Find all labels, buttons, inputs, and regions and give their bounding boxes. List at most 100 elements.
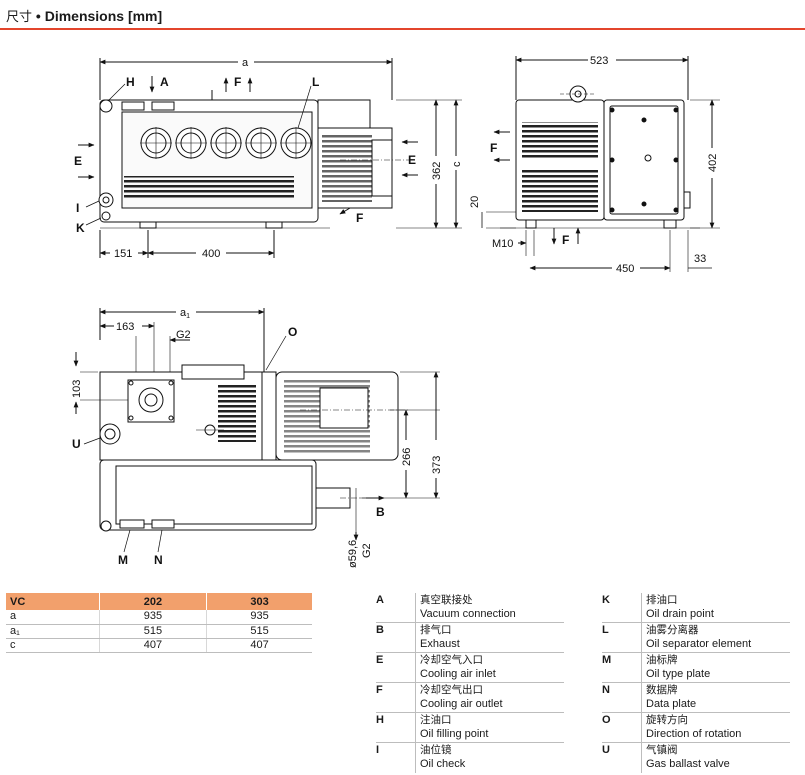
dim-33: 33	[694, 253, 706, 265]
label-U: U	[72, 437, 81, 451]
legend-en: Oil type plate	[646, 668, 711, 680]
dim-450: 450	[616, 263, 634, 275]
spec-header-vc: VC	[6, 593, 100, 610]
label-L: L	[312, 75, 319, 89]
legend-key: N	[602, 684, 610, 696]
label-G2-bottom: G2	[361, 543, 373, 558]
label-F-bottom: F	[356, 211, 363, 225]
dim-151: 151	[114, 248, 132, 260]
legend-en: Gas ballast valve	[646, 758, 730, 770]
front-view-drawing	[78, 58, 462, 258]
legend-en: Oil filling point	[420, 728, 489, 740]
spec-cell: 407	[98, 638, 207, 653]
dim-400: 400	[202, 248, 220, 260]
header-separator: •	[35, 8, 41, 24]
front-view-labels: a H A F L E E I K F 151 400 362 c	[74, 57, 463, 260]
label-A-front: A	[160, 75, 169, 89]
spec-cell: 515	[98, 624, 207, 639]
legend-zh: 真空联接处	[420, 594, 473, 606]
label-E-left: E	[74, 154, 82, 168]
label-N: N	[154, 553, 163, 567]
label-M: M	[118, 553, 128, 567]
legend-key: M	[602, 654, 612, 666]
dim-402: 402	[707, 154, 719, 172]
table-row: a₁ 515 515	[6, 624, 312, 639]
legend-en: Data plate	[646, 698, 697, 710]
label-F-side: F	[490, 141, 497, 155]
dim-362: 362	[431, 162, 443, 180]
spec-cell: 935	[98, 610, 207, 625]
list-item: M 油标牌 Oil type plate	[602, 653, 790, 683]
label-I: I	[76, 201, 79, 215]
label-F-side-bottom: F	[562, 233, 569, 247]
legend-key: B	[376, 624, 384, 636]
label-O: O	[288, 325, 297, 339]
spec-cell: 515	[206, 624, 312, 639]
dim-59-6: ø59,6	[347, 540, 359, 568]
legend-zh: 油位镜	[420, 744, 452, 756]
spec-header-202: 202	[98, 593, 207, 610]
legend-key: A	[376, 594, 384, 606]
legend-zh: 油雾分离器	[646, 624, 699, 636]
dimension-drawings: a H A F L E E I K F 151 400 362 c	[71, 55, 720, 568]
list-item: N 数据牌 Data plate	[602, 683, 790, 713]
top-view-drawing	[73, 308, 440, 553]
label-K: K	[76, 221, 85, 235]
spec-cell: a₁	[6, 624, 100, 639]
legend-zh: 排油口	[646, 594, 678, 606]
spec-cell: 407	[206, 638, 312, 653]
page-header: 尺寸 • Dimensions [mm]	[6, 6, 162, 26]
legend-zh: 油标牌	[646, 654, 678, 666]
dim-103: 103	[71, 380, 83, 398]
dim-373: 373	[431, 456, 443, 474]
dim-a1: a1	[180, 307, 190, 320]
legend-zh: 气镇阀	[646, 744, 678, 756]
list-item: E 冷却空气入口 Cooling air inlet	[376, 653, 564, 683]
top-view-labels: a1 163 G2 O 103 U 266 373 B M N ø59,6 G2	[71, 307, 443, 568]
legend-key: L	[602, 624, 609, 636]
spec-table: VC 202 303 a 935 935 a₁ 515 515 c 407 40…	[6, 593, 312, 653]
legend-en: Direction of rotation	[646, 728, 742, 740]
legend-en: Cooling air inlet	[420, 668, 496, 680]
legend-key: F	[376, 684, 383, 696]
legend-key: E	[376, 654, 384, 666]
legend-en: Oil drain point	[646, 608, 714, 620]
table-row: c 407 407	[6, 638, 312, 653]
legend-en: Oil check	[420, 758, 466, 770]
dim-a: a	[242, 57, 249, 69]
legend-en: Exhaust	[420, 638, 460, 650]
spec-cell: c	[6, 638, 100, 653]
list-item: K 排油口 Oil drain point	[602, 593, 790, 623]
spec-cell: 935	[206, 610, 312, 625]
label-H: H	[126, 75, 135, 89]
label-F-top: F	[234, 75, 241, 89]
label-E-right: E	[408, 153, 416, 167]
legend-en: Oil separator element	[646, 638, 752, 650]
spec-cell: a	[6, 610, 100, 625]
header-rule	[0, 28, 805, 30]
label-B: B	[376, 505, 385, 519]
legend-zh: 旋转方向	[646, 714, 688, 726]
table-row: a 935 935	[6, 610, 312, 625]
spec-table-header: VC 202 303	[6, 593, 312, 610]
label-G2-top: G2	[176, 329, 191, 341]
legend-right: K 排油口 Oil drain point L 油雾分离器 Oil separator …	[602, 593, 790, 773]
legend-zh: 冷却空气入口	[420, 654, 483, 666]
legend-zh: 排气口	[420, 624, 452, 636]
list-item: B 排气口 Exhaust	[376, 623, 564, 653]
dim-163: 163	[116, 321, 134, 333]
legend-zh: 注油口	[420, 714, 452, 726]
header-title-zh: 尺寸	[6, 10, 33, 25]
legend-key: K	[602, 594, 610, 606]
legend-key: H	[376, 714, 384, 726]
dim-M10: M10	[492, 238, 513, 250]
dim-266: 266	[401, 448, 413, 466]
side-view-labels: 523 F F 402 20 M10 450 33	[469, 55, 719, 275]
legend-zh: 数据牌	[646, 684, 678, 696]
